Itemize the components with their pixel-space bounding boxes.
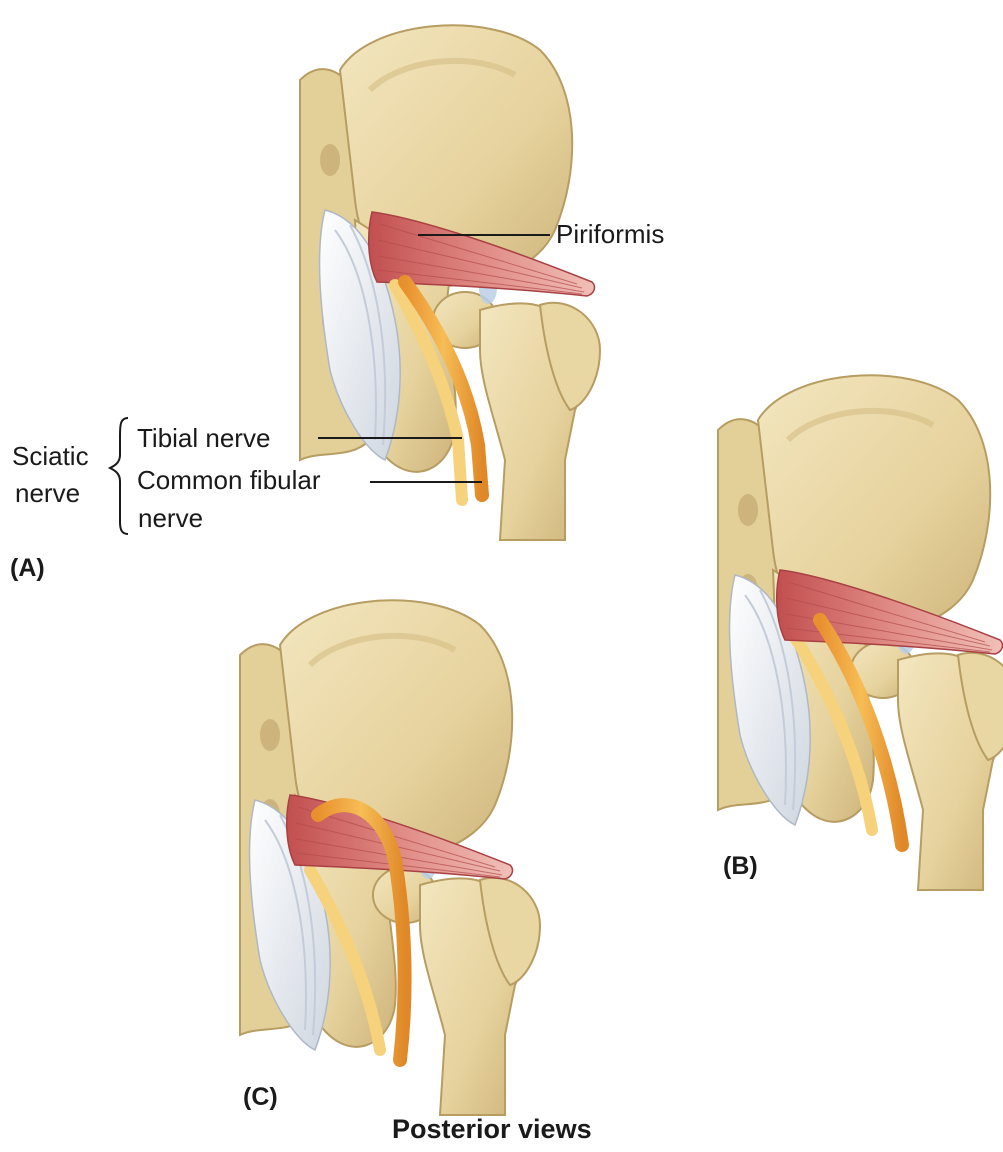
panel-a-label: (A) bbox=[10, 556, 45, 581]
common-fibular-label-line2: nerve bbox=[138, 505, 203, 531]
piriformis-label: Piriformis bbox=[556, 221, 664, 247]
panel-b bbox=[718, 375, 1003, 890]
panel-c-label: (C) bbox=[243, 1085, 278, 1110]
panel-a bbox=[300, 25, 600, 540]
panel-b-label: (B) bbox=[723, 854, 758, 879]
caption: Posterior views bbox=[392, 1116, 592, 1143]
panel-c bbox=[240, 600, 540, 1115]
tibial-nerve-label: Tibial nerve bbox=[137, 425, 270, 451]
sciatic-label-line2: nerve bbox=[15, 480, 80, 506]
common-fibular-label-line1: Common fibular bbox=[137, 467, 321, 493]
sciatic-label-line1: Sciatic bbox=[12, 443, 89, 469]
sciatic-brace bbox=[110, 418, 128, 534]
